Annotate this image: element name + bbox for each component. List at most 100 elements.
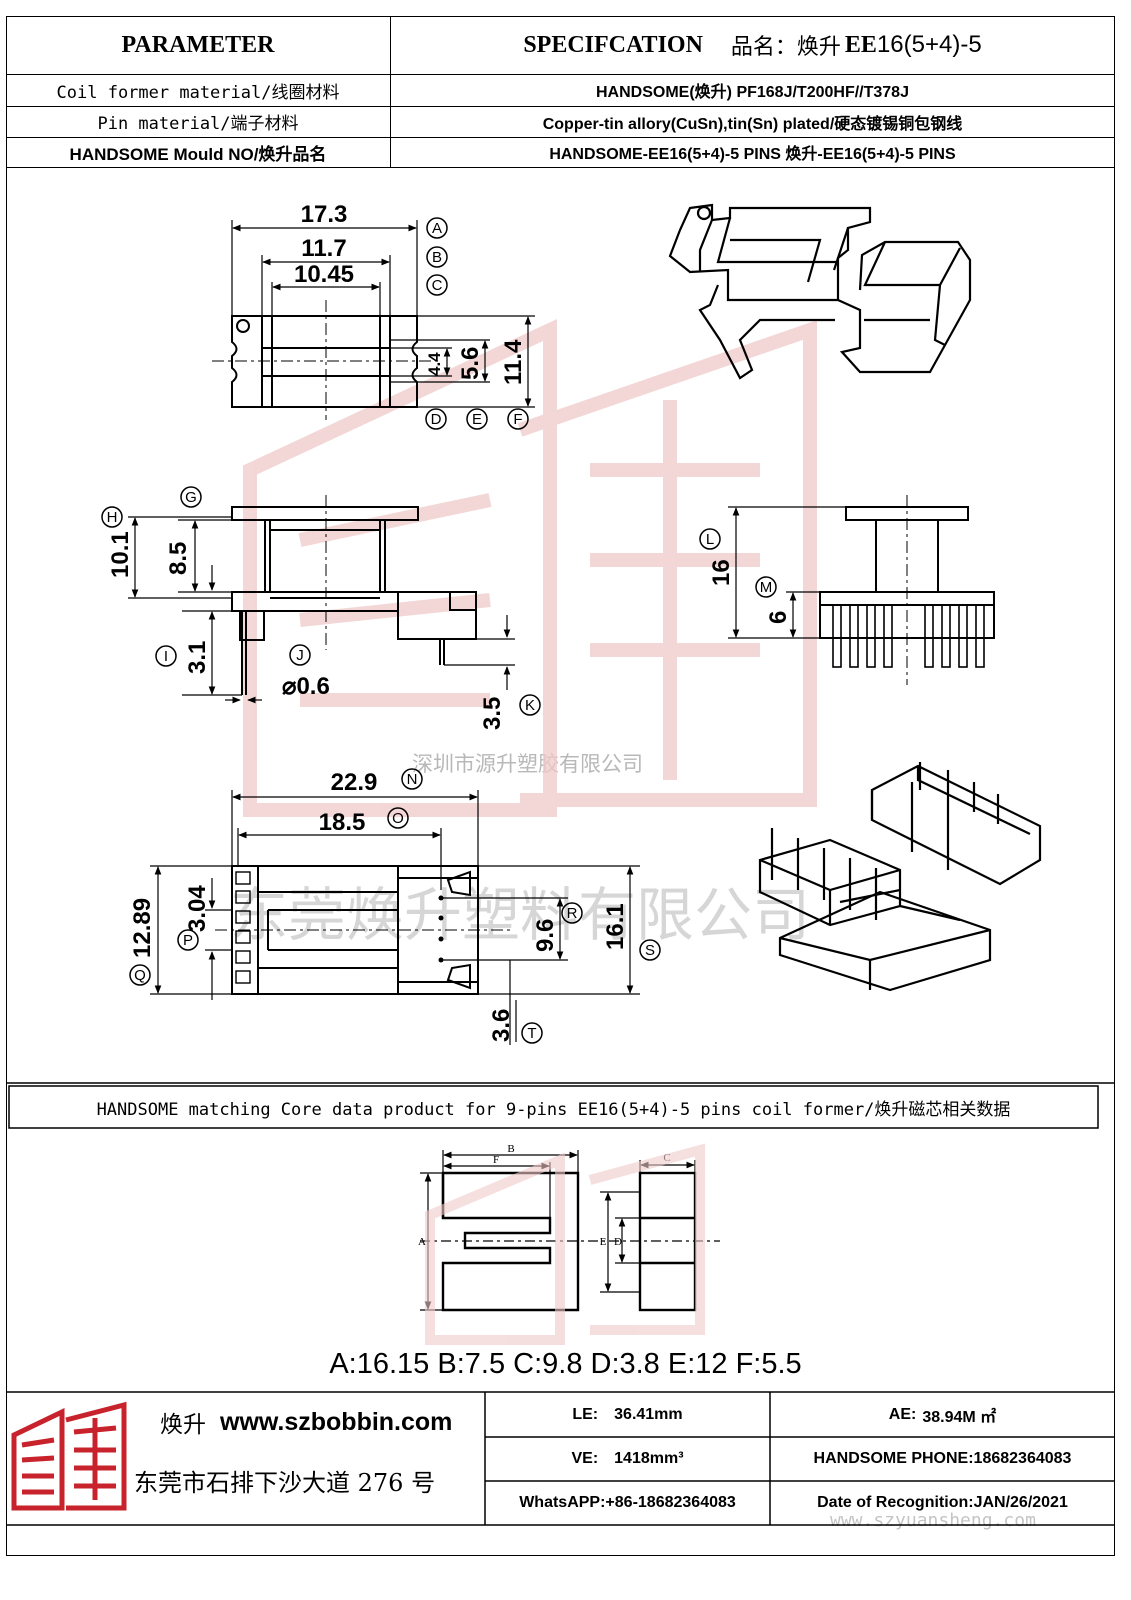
- bottom-view: [150, 790, 640, 1045]
- label-n: N: [401, 768, 423, 790]
- param-label-pin: Pin material/端子材料: [97, 114, 299, 134]
- dim-p-value: 3.04: [184, 885, 211, 932]
- svg-text:I: I: [164, 648, 168, 665]
- svg-text:T: T: [527, 1025, 536, 1042]
- product-model: 16(5+4)-5: [876, 31, 982, 58]
- svg-text:N: N: [407, 771, 418, 788]
- company-logo: [11, 1401, 127, 1511]
- ve-value: 1418mm³: [614, 1450, 684, 1467]
- label-f: F: [507, 408, 529, 430]
- dim-d-value: 4.4: [425, 352, 444, 376]
- label-k: K: [519, 694, 541, 716]
- core-dimensions: A:16.15 B:7.5 C:9.8 D:3.8 E:12 F:5.5: [329, 1348, 802, 1380]
- brand-name: 焕升: [160, 1412, 206, 1438]
- core-label-e: E: [600, 1236, 607, 1248]
- dim-t-value: 3.6: [488, 1009, 515, 1042]
- watermark-company-small: 深圳市源升塑胶有限公司: [412, 752, 643, 776]
- svg-text:J: J: [296, 647, 304, 664]
- le-label: LE:: [572, 1405, 599, 1423]
- param-label-mould: HANDSOME Mould NO/焕升品名: [69, 144, 327, 164]
- param-value-pin: Copper-tin allory(CuSn),tin(Sn) plated/硬…: [542, 115, 963, 133]
- core-label-f: F: [493, 1154, 499, 1166]
- front-view: [728, 495, 995, 685]
- label-j: J: [289, 644, 311, 666]
- row-divider: [6, 74, 1115, 75]
- ae-label: AE:: [888, 1405, 917, 1423]
- svg-text:Q: Q: [134, 967, 146, 984]
- label-p: P: [177, 929, 199, 951]
- label-d: D: [425, 408, 447, 430]
- svg-text:L: L: [706, 531, 714, 548]
- dim-m-value: 6: [765, 611, 792, 624]
- spec-sheet: [6, 16, 1115, 1556]
- dim-c-value: 10.45: [294, 261, 354, 288]
- ae-cell: AE: 38.94M ㎡: [770, 1392, 1115, 1437]
- specification-title: SPECIFCATION: [523, 31, 703, 58]
- label-h: H: [101, 506, 123, 528]
- label-l: L: [699, 528, 721, 550]
- column-divider: [390, 16, 391, 167]
- label-e: E: [466, 408, 488, 430]
- dim-q-value: 12.89: [129, 898, 156, 958]
- svg-text:H: H: [107, 509, 118, 526]
- svg-text:C: C: [432, 277, 443, 294]
- svg-text:O: O: [392, 810, 404, 827]
- label-c: C: [426, 274, 448, 296]
- label-r: R: [561, 902, 583, 924]
- ve-label: VE:: [571, 1450, 599, 1467]
- svg-text:M: M: [760, 579, 773, 596]
- brand-line: 焕升 www.szbobbin.com: [160, 1402, 480, 1442]
- product-name-label: 品名：焕升: [730, 35, 841, 60]
- svg-text:D: D: [431, 411, 442, 428]
- website-link[interactable]: www.szbobbin.com: [220, 1407, 453, 1436]
- label-i: I: [155, 645, 177, 667]
- dim-k-value: 3.5: [479, 697, 506, 730]
- svg-text:G: G: [185, 489, 197, 506]
- svg-text:B: B: [432, 249, 442, 266]
- parameter-heading: PARAMETER: [121, 31, 275, 58]
- label-m: M: [755, 576, 777, 598]
- core-label-b: B: [507, 1143, 514, 1155]
- company-address: 东莞市石排下沙大道 276 号: [134, 1468, 436, 1497]
- dim-j-value: ⌀0.6: [282, 673, 330, 700]
- svg-text:K: K: [525, 697, 535, 714]
- label-b: B: [426, 246, 448, 268]
- isometric-view-bottom: [758, 762, 1042, 992]
- param-value-coil: HANDSOME(焕升) PF168J/T200HF//T378J: [596, 84, 909, 101]
- core-data-title: HANDSOME matching Core data product for …: [96, 1099, 1011, 1120]
- side-view: [128, 495, 515, 704]
- specification-heading: SPECIFCATION 品名：焕升 EE 16(5+4)-5: [390, 16, 1115, 74]
- le-cell: LE: 36.41mm: [485, 1392, 770, 1437]
- whatsapp-cell: WhatsAPP:+86-18682364083: [519, 1494, 736, 1511]
- dim-s-value: 16.1: [602, 903, 629, 950]
- svg-text:S: S: [645, 942, 655, 959]
- row-divider: [6, 106, 1115, 107]
- dim-l-value: 16: [708, 559, 735, 586]
- param-label-coil: Coil former material/线圈材料: [56, 82, 340, 103]
- svg-text:P: P: [183, 932, 193, 949]
- dim-a-value: 17.3: [301, 201, 348, 228]
- dim-f-value: 11.4: [500, 339, 527, 385]
- svg-text:E: E: [472, 411, 482, 428]
- core-label-d: D: [614, 1236, 622, 1248]
- svg-text:A: A: [432, 220, 442, 237]
- dim-e-value: 5.6: [457, 347, 484, 380]
- core-side-shape: [600, 1160, 697, 1312]
- isometric-view-top: [668, 203, 972, 380]
- label-a: A: [426, 217, 448, 239]
- date-cell: Date of Recognition:JAN/26/2021: [817, 1494, 1068, 1511]
- row-divider: [6, 167, 1115, 168]
- label-o: O: [387, 807, 409, 829]
- top-view: [212, 220, 535, 420]
- dim-h-value: 10.1: [107, 531, 134, 578]
- param-value-mould: HANDSOME-EE16(5+4)-5 PINS 焕升-EE16(5+4)-5…: [549, 146, 956, 163]
- le-value: 36.41mm: [614, 1405, 683, 1423]
- ae-value: 38.94M ㎡: [922, 1408, 997, 1426]
- svg-text:F: F: [513, 411, 522, 428]
- dim-i-value: 3.1: [184, 641, 211, 674]
- dim-r-value: 9.6: [532, 919, 559, 952]
- core-logo-watermark: [425, 1143, 705, 1345]
- dim-b-value: 11.7: [301, 235, 346, 262]
- dim-g-value: 8.5: [165, 542, 192, 575]
